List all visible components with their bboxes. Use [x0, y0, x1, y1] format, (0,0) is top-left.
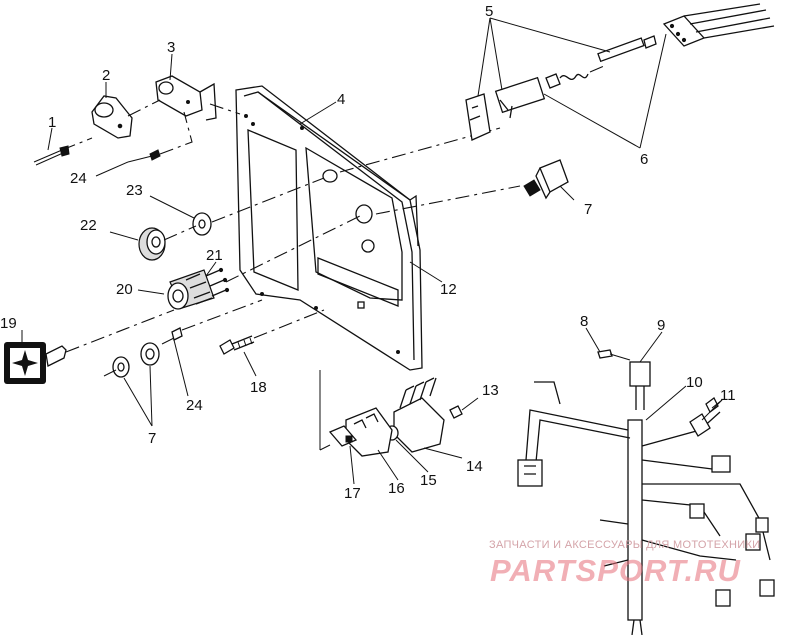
part-20-ignition-switch	[167, 267, 230, 310]
callout-7-nut: 7	[148, 430, 156, 447]
callout-4: 4	[337, 91, 345, 108]
part-19-key	[4, 342, 67, 384]
callout-19: 19	[0, 315, 17, 332]
part-9-relay	[629, 361, 651, 410]
part-6-switch-assembly	[465, 35, 657, 141]
callout-7-toggle: 7	[584, 201, 592, 218]
callout-22: 22	[80, 217, 97, 234]
part-7-nut-washer	[103, 342, 160, 378]
part-24-screw-bottom	[161, 327, 183, 345]
callout-11: 11	[720, 387, 736, 404]
callout-10: 10	[686, 374, 703, 391]
part-23-washer	[192, 212, 212, 236]
callout-18: 18	[250, 379, 267, 396]
callout-13: 13	[482, 382, 499, 399]
callout-21: 21	[206, 247, 223, 264]
leader-lines	[21, 17, 723, 485]
mounting-panel	[235, 85, 423, 371]
callout-1: 1	[48, 114, 56, 131]
part-17-plate	[328, 425, 358, 447]
part-18-bolt	[219, 335, 255, 355]
callout-2: 2	[102, 67, 110, 84]
part-22-nut	[138, 227, 166, 261]
callout-23: 23	[126, 182, 143, 199]
callout-15: 15	[420, 472, 437, 489]
part-7-toggle-switch	[523, 159, 569, 200]
callout-14: 14	[466, 458, 483, 475]
callout-24-top: 24	[70, 170, 87, 187]
watermark-logo: PARTSPORT.RU	[490, 553, 741, 588]
callout-8: 8	[580, 313, 588, 330]
callout-labels: 1 2 3 4 5 6 7 7 8 9 10 11 12 13 14 15 16…	[0, 3, 736, 502]
part-24-screw-top	[127, 149, 161, 163]
callout-5: 5	[485, 3, 493, 20]
callout-17: 17	[344, 485, 361, 502]
callout-3: 3	[167, 39, 175, 56]
callout-6: 6	[640, 151, 648, 168]
callout-16: 16	[388, 480, 405, 497]
callout-24-bottom: 24	[186, 397, 203, 414]
part-14-terminal-block	[393, 377, 463, 453]
part-16-terminal-strip	[345, 407, 393, 457]
part-8-clip	[597, 349, 631, 361]
callout-20: 20	[116, 281, 133, 298]
watermark-caption: ЗАПЧАСТИ И АКСЕССУАРЫ ДЛЯ МОТОТЕХНИКИ	[489, 539, 761, 551]
callout-9: 9	[657, 317, 665, 334]
part-5-connector	[662, 3, 775, 47]
part-3-bracket-plate	[155, 75, 217, 121]
part-10-wiring-harness	[517, 381, 775, 635]
part-2-bracket	[91, 95, 133, 139]
callout-12: 12	[440, 281, 457, 298]
